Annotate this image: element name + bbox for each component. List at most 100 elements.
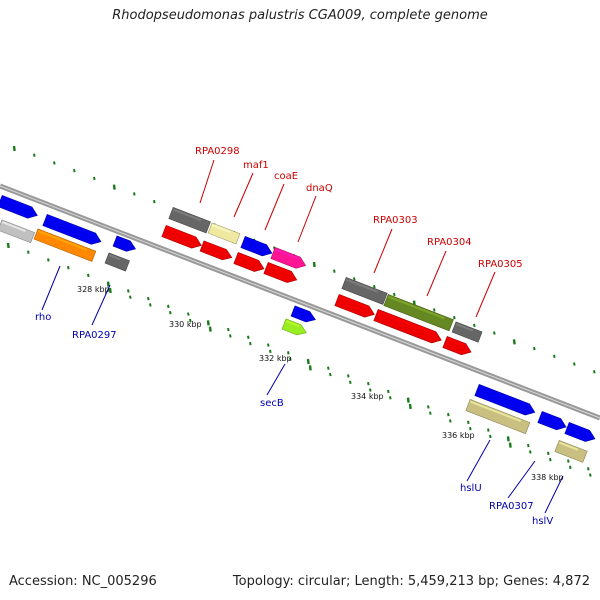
tick-mark	[547, 451, 550, 455]
tick-label: 336 kbp	[442, 431, 475, 440]
tick-mark	[549, 457, 552, 462]
gene-g-k[interactable]	[334, 294, 377, 320]
gene-highlight	[346, 278, 379, 293]
gene-rpa0307[interactable]	[554, 440, 588, 463]
tick-mark	[349, 380, 352, 384]
tick-mark	[408, 403, 412, 410]
leader-line	[475, 271, 496, 318]
leader-line	[297, 195, 317, 243]
tick-mark	[506, 436, 510, 442]
gene-highlight	[479, 385, 529, 407]
gene-g-l[interactable]	[373, 309, 444, 345]
gene-highlight	[211, 224, 232, 234]
leader-line	[507, 460, 536, 499]
tick-mark	[453, 315, 456, 320]
gene-rpa0304[interactable]	[383, 294, 454, 332]
tick-mark	[533, 346, 536, 351]
gene-g-c[interactable]	[0, 219, 36, 244]
gene-highlight	[245, 237, 266, 248]
tick-mark	[433, 308, 436, 312]
gene-g-n[interactable]	[537, 411, 568, 432]
tick-mark	[47, 258, 50, 262]
gene-g-o[interactable]	[564, 422, 597, 444]
map-title: Rhodopseudomonas palustris CGA009, compl…	[112, 8, 488, 23]
gene-g-d[interactable]	[112, 235, 137, 254]
tick-mark	[229, 334, 232, 338]
gene-rpa0305[interactable]	[442, 336, 473, 357]
gene-highlight	[47, 215, 95, 236]
gene-body	[240, 236, 273, 257]
gene-label-dnaq[interactable]: dnaQ	[306, 183, 333, 194]
tick-mark	[567, 459, 570, 463]
tick-mark	[487, 428, 490, 432]
gene-secb[interactable]	[281, 318, 308, 338]
tick-mark	[108, 287, 112, 294]
gene-g-e[interactable]	[240, 236, 274, 258]
gene-label-hslu[interactable]: hslU	[460, 483, 482, 494]
gene-g-i[interactable]	[290, 305, 317, 325]
gene-highlight	[238, 253, 258, 263]
gene-rho[interactable]	[33, 228, 97, 262]
gene-g-j[interactable]	[451, 321, 483, 343]
tick-mark	[593, 370, 596, 374]
gene-label-rpa0297[interactable]: RPA0297	[72, 330, 117, 341]
tick-mark	[169, 311, 172, 315]
gene-body	[564, 422, 596, 442]
gene-label-rpa0304[interactable]: RPA0304	[427, 237, 472, 248]
gene-rpa0298[interactable]	[168, 207, 211, 234]
gene-body	[383, 294, 454, 332]
gene-body	[465, 399, 531, 435]
tick-mark	[269, 349, 272, 354]
gene-highlight	[569, 423, 589, 433]
gene-g-m[interactable]	[474, 384, 537, 418]
gene-coae[interactable]	[233, 252, 266, 274]
gene-highlight	[1, 221, 26, 233]
gene-label-maf1[interactable]: maf1	[243, 160, 269, 171]
gene-g-g[interactable]	[161, 225, 204, 251]
gene-hslu[interactable]	[465, 399, 531, 435]
leader-line	[233, 172, 254, 218]
gene-g-h[interactable]	[199, 240, 234, 263]
gene-rpa0303[interactable]	[341, 277, 388, 305]
gene-rpa0297[interactable]	[104, 252, 130, 272]
gene-label-rpa0305[interactable]: RPA0305	[478, 259, 523, 270]
tick-mark	[333, 269, 336, 273]
genes[interactable]	[0, 195, 597, 463]
tick-mark	[187, 312, 190, 316]
tick-mark	[429, 411, 432, 415]
tick-mark	[553, 354, 556, 358]
gene-label-rpa0307[interactable]: RPA0307	[489, 501, 534, 512]
tick-mark	[87, 273, 90, 278]
gene-label-coae[interactable]: coaE	[274, 171, 298, 182]
leader-line	[41, 265, 61, 311]
tick-label: 330 kbp	[169, 320, 202, 329]
gene-highlight	[455, 323, 474, 332]
tick-mark	[306, 358, 310, 365]
gene-maf1[interactable]	[207, 222, 241, 245]
gene-body	[263, 262, 298, 283]
tick-label: 338 kbp	[531, 473, 564, 482]
tick-mark	[227, 327, 230, 332]
gene-body	[554, 440, 588, 463]
gene-label-hslv[interactable]: hslV	[532, 516, 553, 527]
gene-label-rho[interactable]: rho	[35, 312, 51, 323]
gene-label-rpa0303[interactable]: RPA0303	[373, 215, 418, 226]
gene-highlight	[294, 307, 309, 315]
tick-mark	[93, 176, 96, 181]
tick-mark	[327, 366, 330, 370]
gene-label-rpa0298[interactable]: RPA0298	[195, 146, 240, 157]
gene-g-f[interactable]	[270, 247, 308, 271]
gene-g-a[interactable]	[0, 195, 39, 221]
gene-g-b[interactable]	[42, 214, 103, 247]
gene-highlight	[542, 412, 560, 422]
gene-body	[207, 222, 241, 245]
gene-label-secb[interactable]: secB	[260, 398, 284, 409]
tick-mark	[389, 396, 392, 400]
tick-mark	[449, 419, 452, 423]
tick-mark	[289, 357, 292, 361]
gene-dnaq[interactable]	[263, 262, 299, 285]
leader-line	[264, 183, 285, 231]
leader-line	[466, 439, 491, 482]
